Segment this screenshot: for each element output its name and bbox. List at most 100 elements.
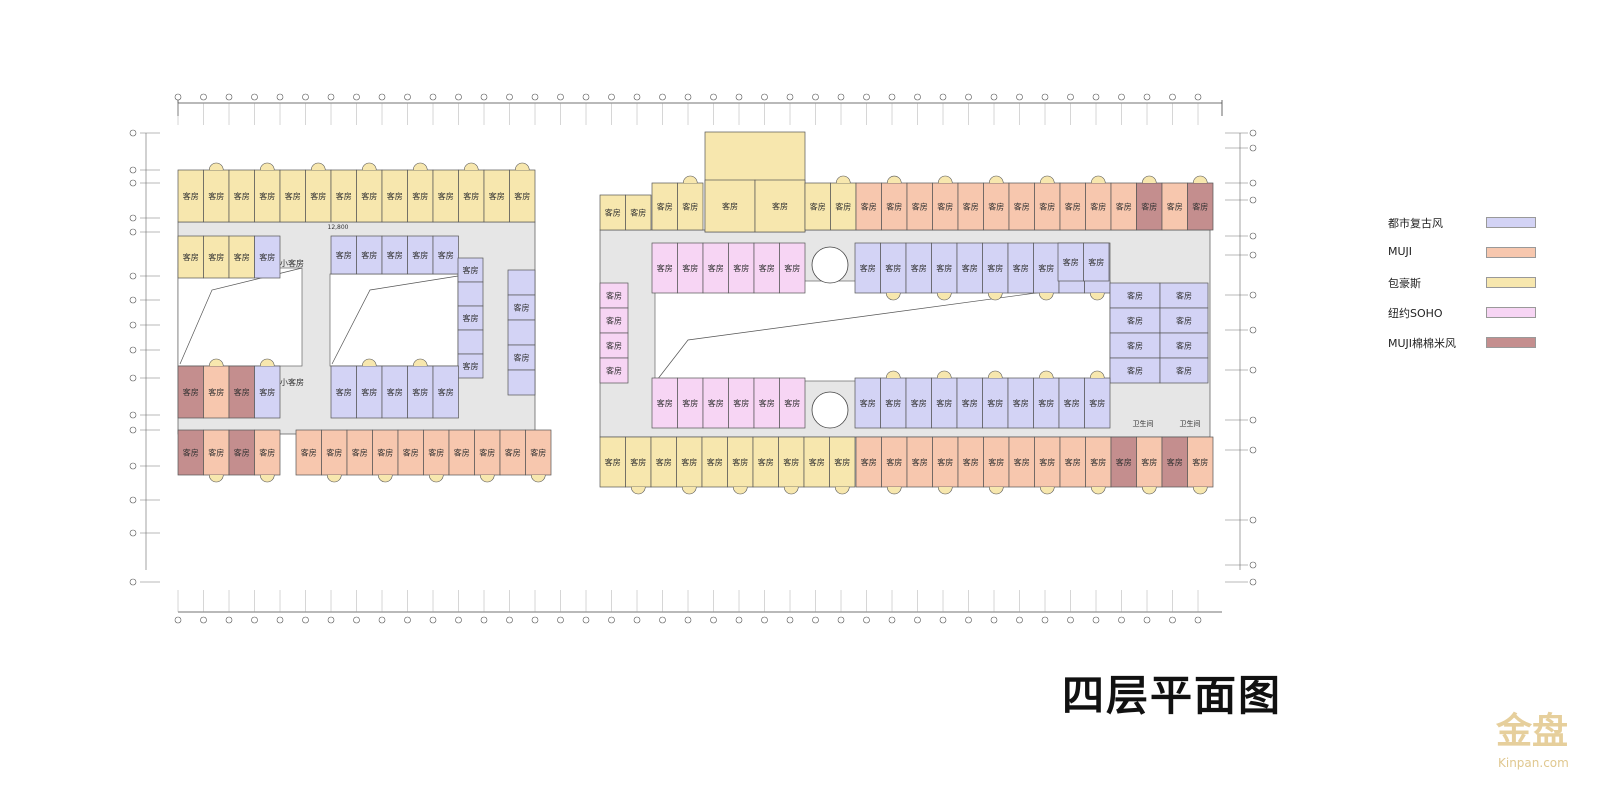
axis-bubble	[129, 179, 137, 187]
room-label: 客房	[326, 448, 342, 458]
axis-bubble	[710, 616, 717, 624]
room-label: 客房	[606, 366, 622, 376]
room-label: 客房	[1039, 457, 1055, 467]
room-label: 客房	[505, 448, 521, 458]
room-label: 客房	[352, 448, 368, 458]
axis-bubble	[302, 93, 309, 101]
legend-item-muji-cotton: MUJI棉棉米风	[1388, 335, 1538, 365]
room-label: 客房	[387, 250, 403, 260]
balcony	[987, 292, 1003, 301]
guest-room	[177, 365, 204, 419]
guest-room	[1109, 357, 1161, 384]
balcony	[936, 370, 952, 379]
room-label: 客房	[259, 387, 275, 397]
room-label: 客房	[987, 398, 1003, 408]
axis-bubble	[812, 616, 819, 624]
guest-room	[525, 429, 552, 476]
room-label: 客房	[1065, 202, 1081, 212]
guest-room	[457, 329, 484, 355]
guest-room	[346, 429, 373, 476]
room-label: 客房	[463, 313, 479, 323]
guest-room	[507, 269, 536, 296]
room-label: 客房	[656, 457, 672, 467]
room-label: 客房	[630, 208, 646, 218]
axis-bubble	[557, 616, 564, 624]
room-label: 客房	[1089, 398, 1105, 408]
room-label: 客房	[772, 201, 788, 211]
axis-bubble	[735, 93, 743, 101]
room-label: 客房	[1014, 457, 1030, 467]
room-label: 客房	[733, 398, 749, 408]
axis-bubble	[327, 93, 335, 101]
balcony	[1141, 486, 1157, 495]
legend-label: 包豪斯	[1388, 277, 1421, 290]
axis-bubble	[1092, 616, 1100, 624]
axis-bubble	[786, 93, 794, 101]
axis-bubble	[129, 462, 137, 470]
guest-room	[983, 436, 1010, 488]
axis-bubble	[129, 321, 137, 329]
axis-bubble	[1249, 446, 1257, 454]
room-label: 客房	[361, 191, 377, 201]
axis-bubble	[608, 616, 615, 624]
balcony	[412, 358, 428, 367]
guest-room	[625, 436, 652, 488]
guest-room	[932, 182, 959, 231]
axis-bubble	[1249, 516, 1257, 524]
axis-bubble	[965, 93, 972, 101]
room-label: 客房	[860, 263, 876, 273]
axis-bubble	[1118, 616, 1125, 624]
room-label: 客房	[1192, 202, 1208, 212]
guest-room	[507, 319, 536, 346]
room-label: 客房	[1064, 398, 1080, 408]
balcony	[1090, 175, 1106, 184]
guest-room	[854, 242, 881, 294]
axis-bubble	[200, 616, 207, 624]
balcony	[885, 292, 901, 301]
room-label: 客房	[208, 448, 224, 458]
guest-room	[677, 377, 704, 429]
balcony	[886, 486, 902, 495]
guest-room	[203, 169, 230, 223]
axis-bubble	[129, 578, 137, 586]
axis-bubble	[1249, 326, 1257, 334]
guest-room	[177, 169, 204, 223]
room-label: 客房	[208, 387, 224, 397]
balcony	[208, 474, 224, 483]
room-label: 客房	[937, 202, 953, 212]
axis-bubble	[353, 616, 360, 624]
room-label: 客房	[463, 265, 479, 275]
axis-bubble	[1169, 93, 1176, 101]
axis-bubble	[506, 616, 513, 624]
axis-bubble	[1041, 93, 1049, 101]
guest-room	[753, 242, 780, 294]
room-label: 客房	[208, 191, 224, 201]
axis-bubble	[174, 93, 182, 101]
guest-room	[457, 281, 484, 307]
room-label: 客房	[987, 263, 1003, 273]
guest-room	[1033, 377, 1060, 429]
room-label: 客房	[682, 263, 698, 273]
room-label: 客房	[310, 191, 326, 201]
room-label: 客房	[1167, 202, 1183, 212]
guest-room	[457, 305, 484, 331]
guest-room	[432, 365, 459, 419]
room-label: 客房	[759, 263, 775, 273]
room-label: 客房	[936, 263, 952, 273]
room-label: 客房	[387, 191, 403, 201]
axis-bubble	[353, 93, 360, 101]
axis-bubble	[129, 529, 137, 537]
guest-room	[1159, 332, 1209, 359]
room-label: 客房	[657, 202, 673, 212]
guest-room	[932, 436, 959, 488]
axis-bubble	[129, 214, 137, 222]
guest-room	[931, 242, 958, 294]
room-label: 客房	[1116, 202, 1132, 212]
room-label: 客房	[1127, 291, 1143, 301]
room-label: 客房	[988, 457, 1004, 467]
room-label: 客房	[1065, 457, 1081, 467]
guest-room	[432, 235, 459, 275]
room-label: 客房	[438, 387, 454, 397]
roof-line	[331, 275, 459, 365]
